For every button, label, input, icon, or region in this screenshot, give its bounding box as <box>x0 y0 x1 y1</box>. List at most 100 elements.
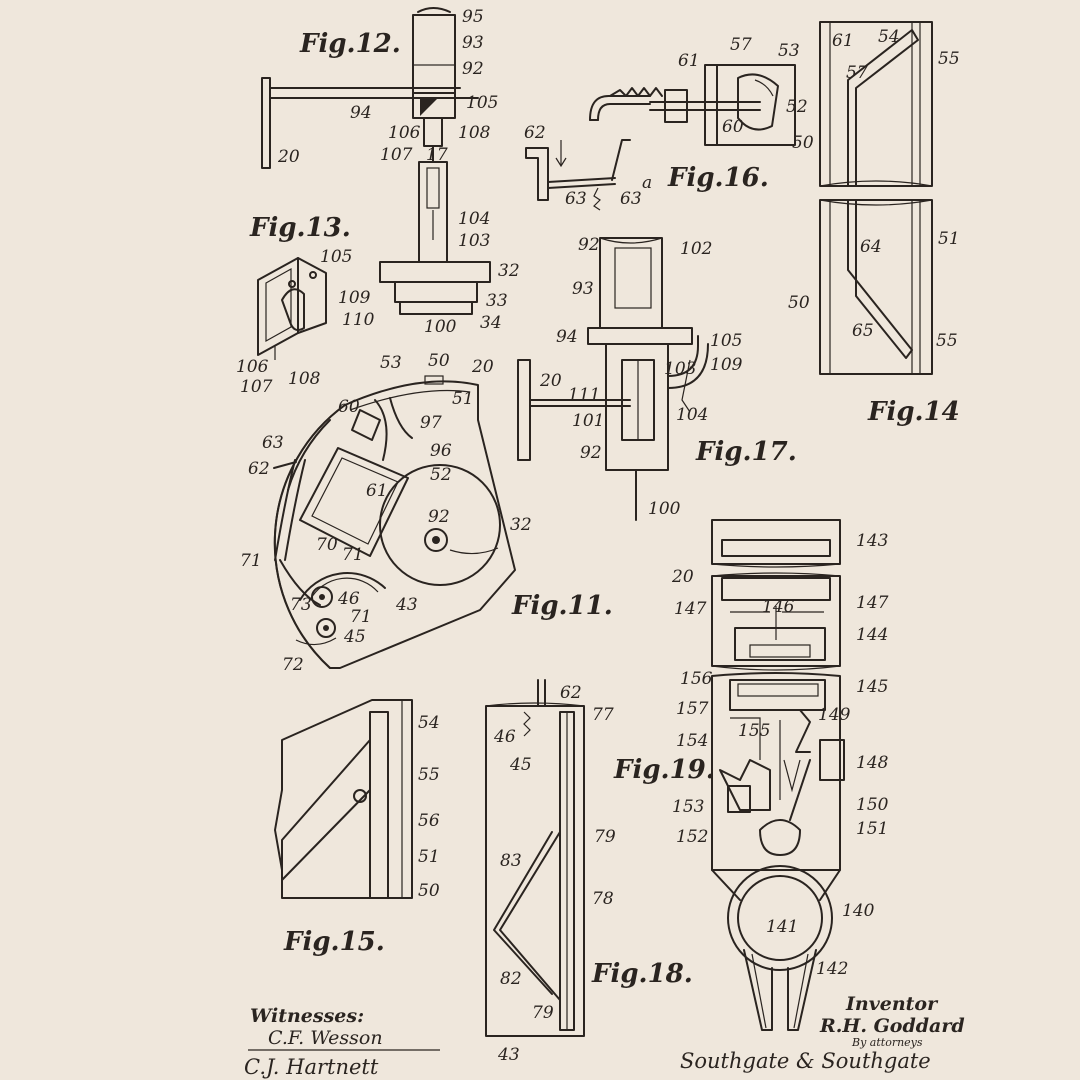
fig11-ref: 62 <box>248 459 270 479</box>
fig11-ref: 43 <box>395 595 418 615</box>
fig16-ref: 53 <box>778 41 800 61</box>
fig11-ref: 71 <box>342 545 364 565</box>
fig12-ref: 107 <box>380 145 413 165</box>
witness-1-signature: C.F. Wesson <box>268 1027 383 1049</box>
fig19-ref: 155 <box>738 721 770 741</box>
fig18-label: Fig.18. <box>591 959 693 989</box>
fig12-ref: 103 <box>458 231 490 251</box>
fig19-ref: 150 <box>856 795 889 815</box>
fig11-ref: 72 <box>282 655 304 675</box>
fig14-ref: 61 <box>832 31 854 51</box>
fig19-ref: 20 <box>671 567 694 587</box>
inventor-label: Inventor <box>845 993 939 1015</box>
fig17-ref: 100 <box>648 499 681 519</box>
fig18-ref: 83 <box>500 851 522 871</box>
witnesses-label: Witnesses: <box>250 1005 364 1027</box>
fig12-ref: 17 <box>426 145 448 165</box>
figure-17: 92 102 93 94 105 103 109 20 111 101 104 … <box>517 235 797 521</box>
fig19-ref: 156 <box>680 669 713 689</box>
fig15-ref: 54 <box>418 713 440 733</box>
fig12-ref: 20 <box>277 147 300 167</box>
fig11-ref: 96 <box>430 441 452 461</box>
fig14-ref: 57 <box>846 63 868 83</box>
figure-13: 105 109 110 106 107 108 Fig.13. <box>236 213 375 397</box>
fig12-ref: 93 <box>462 33 484 53</box>
fig14-ref: 64 <box>860 237 882 257</box>
fig11-ref: 70 <box>316 535 338 555</box>
fig19-ref: 148 <box>856 753 889 773</box>
fig14-label: Fig.14 <box>867 397 960 427</box>
fig18-ref: 45 <box>509 755 532 775</box>
fig17-ref: 111 <box>568 385 600 405</box>
fig19-ref: 142 <box>816 959 848 979</box>
fig17-ref: 109 <box>710 355 743 375</box>
fig18-ref: 77 <box>592 705 614 725</box>
fig13-ref: 108 <box>288 369 321 389</box>
fig18-ref: 78 <box>592 889 614 909</box>
fig19-ref: 154 <box>676 731 708 751</box>
fig19-ref: 140 <box>842 901 875 921</box>
inventor-name: R.H. Goddard <box>819 1015 965 1037</box>
fig19-ref: 149 <box>818 705 851 725</box>
witness-2-signature: C.J. Hartnett <box>244 1055 379 1079</box>
fig17-ref: 20 <box>539 371 562 391</box>
fig17-ref: 105 <box>710 331 742 351</box>
fig12-label: Fig.12. <box>299 29 401 59</box>
figure-14: 61 54 55 57 64 51 50 65 55 Fig.14 <box>788 21 960 427</box>
fig12-ref: 106 <box>388 123 421 143</box>
fig12-ref: 94 <box>350 103 372 123</box>
fig11-ref: 97 <box>420 413 442 433</box>
fig15-ref: 50 <box>418 881 440 901</box>
fig16-ref: 57 <box>730 35 752 55</box>
fig11-ref: 53 <box>380 353 402 373</box>
fig11-ref: 32 <box>510 515 532 535</box>
fig19-ref: 146 <box>762 597 795 617</box>
fig19-ref: 147 <box>856 593 889 613</box>
attorneys-signature: Southgate & Southgate <box>680 1049 931 1073</box>
fig17-ref: 104 <box>676 405 708 425</box>
fig14-ref: 55 <box>938 49 960 69</box>
fig19-ref: 143 <box>856 531 888 551</box>
fig18-ref: 79 <box>532 1003 554 1023</box>
fig11-ref: 60 <box>338 397 360 417</box>
fig12-ref: 105 <box>466 93 498 113</box>
fig11-ref: 73 <box>290 595 312 615</box>
figure-11: 53 50 20 60 51 97 96 52 63 62 61 92 32 7… <box>240 351 613 675</box>
fig19-ref: 151 <box>856 819 888 839</box>
fig19-ref: 141 <box>766 917 798 937</box>
fig12-ref: 108 <box>458 123 491 143</box>
fig12-ref: 95 <box>462 7 484 27</box>
fig18-ref: 62 <box>560 683 582 703</box>
fig15-ref: 55 <box>418 765 440 785</box>
fig15-label: Fig.15. <box>283 927 385 957</box>
fig13-ref: 107 <box>240 377 273 397</box>
fig16-ref: 62 <box>524 123 546 143</box>
fig11-ref: 71 <box>350 607 372 627</box>
fig12-ref: 33 <box>486 291 508 311</box>
fig19-ref: 145 <box>856 677 888 697</box>
fig17-ref: 92 <box>580 443 602 463</box>
fig13-ref: 105 <box>320 247 352 267</box>
fig12-ref: 92 <box>462 59 484 79</box>
fig16-ref: 63 <box>620 189 642 209</box>
fig18-ref: 43 <box>497 1045 520 1065</box>
fig11-ref: 61 <box>366 481 388 501</box>
fig19-ref: 144 <box>856 625 888 645</box>
fig18-ref: 46 <box>493 727 516 747</box>
attorneys-label: By attorneys <box>851 1036 923 1049</box>
fig11-ref: 46 <box>337 589 360 609</box>
fig12-ref: 32 <box>498 261 520 281</box>
fig16-ref: 50 <box>792 133 814 153</box>
fig11-ref: 92 <box>428 507 450 527</box>
fig17-ref: 101 <box>572 411 604 431</box>
figure-18: 62 77 46 45 79 83 78 82 79 43 Fig.18. <box>485 679 693 1065</box>
fig16-label: Fig.16. <box>667 163 769 193</box>
signature-block: Witnesses: C.F. Wesson C.J. Hartnett Inv… <box>244 993 965 1079</box>
fig12-ref: 104 <box>458 209 490 229</box>
fig16-ref: 60 <box>722 117 744 137</box>
fig17-ref: 92 <box>578 235 600 255</box>
fig17-label: Fig.17. <box>695 437 797 467</box>
fig11-ref: 45 <box>343 627 366 647</box>
fig17-ref: 103 <box>664 359 696 379</box>
